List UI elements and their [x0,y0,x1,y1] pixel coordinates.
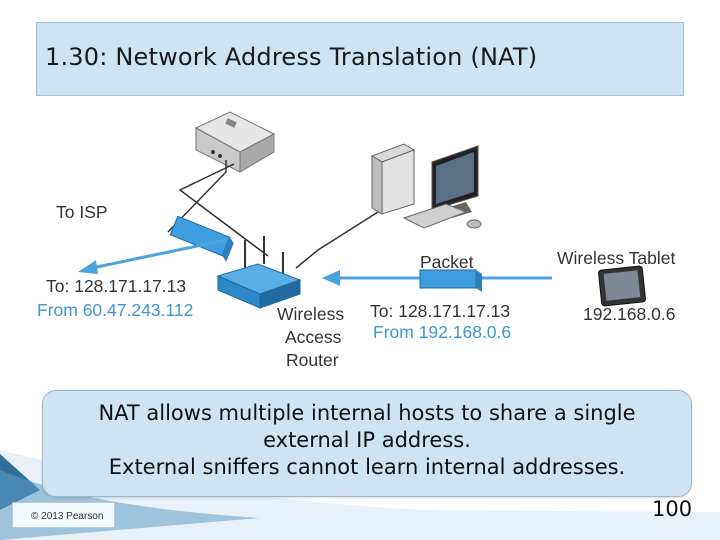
outgoing-packet-icon [169,215,234,262]
copyright-text: © 2013 Pearson [31,511,104,522]
note-line-3: External sniffers cannot learn internal … [108,455,626,479]
tablet-ip: 192.168.0.6 [583,304,675,324]
title-banner: 1.30: Network Address Translation (NAT) [36,22,684,96]
router-label-line2: Access [285,327,342,347]
desktop-computer-icon [370,143,482,229]
wireless-router-icon [216,236,302,309]
slide-title: 1.30: Network Address Translation (NAT) [45,43,538,71]
isp-modem-icon [194,111,276,173]
router-label-line3: Router [286,350,339,370]
note-line-2: external IP address. [263,428,471,452]
right-to-address: To: 128.171.17.13 [370,301,510,321]
note-line-1: NAT allows multiple internal hosts to sh… [98,401,636,425]
copyright-box: © 2013 Pearson [12,502,115,528]
right-from-address: From 192.168.0.6 [373,322,511,342]
tablet-label: Wireless Tablet [557,248,675,268]
to-isp-label: To ISP [56,202,108,222]
packet-label: Packet [420,252,474,272]
note-callout: NAT allows multiple internal hosts to sh… [42,390,692,497]
arrow-right-head [322,270,340,286]
nat-diagram: To ISP To: 128.171.17.13 From 60.47.243.… [37,111,675,370]
left-to-address: To: 128.171.17.13 [46,276,186,296]
incoming-packet-icon [419,269,482,292]
arrow-left-head [78,260,98,274]
left-from-address: From 60.47.243.112 [37,300,193,320]
tablet-icon [598,265,646,307]
router-label-line1: Wireless [277,304,344,324]
page-number: 100 [652,497,693,521]
